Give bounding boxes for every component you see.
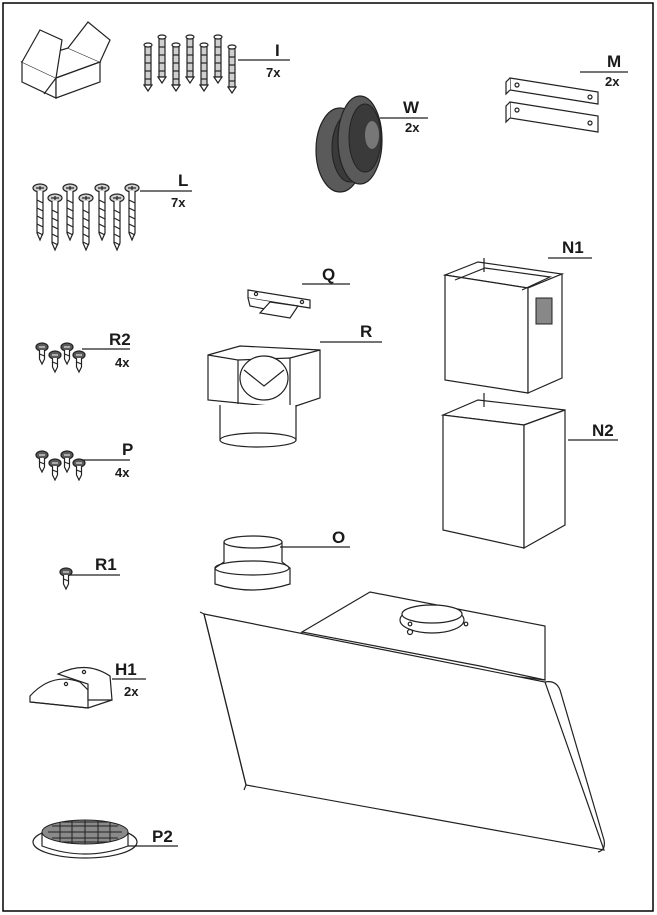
label-W: W (403, 98, 420, 117)
qty-W: 2x (405, 120, 420, 135)
qty-P: 4x (115, 465, 130, 480)
wall-plug-set (143, 34, 237, 94)
chimney-lower (440, 393, 566, 550)
carbon-filter-pair (315, 95, 383, 193)
label-P: P (122, 440, 133, 459)
label-R: R (360, 322, 372, 341)
hood-body (199, 591, 605, 853)
single-screw-R1 (59, 567, 73, 590)
qty-I: 7x (266, 65, 281, 80)
qty-R2: 4x (115, 355, 130, 370)
label-I: I (275, 41, 280, 60)
label-O: O (332, 528, 345, 547)
label-M: M (607, 52, 621, 71)
damper-adapter (207, 345, 321, 448)
screw-set-P (35, 450, 86, 481)
label-Q: Q (322, 265, 335, 284)
bracket-pair (505, 77, 599, 133)
grille-P2 (32, 819, 138, 859)
chimney-upper (442, 258, 565, 394)
flat-bracket (247, 289, 311, 319)
half-round-cover-pair (29, 666, 113, 709)
label-R2: R2 (109, 330, 131, 349)
label-P2: P2 (152, 827, 173, 846)
label-H1: H1 (115, 660, 137, 679)
box-icon (20, 21, 111, 99)
qty-H1: 2x (124, 684, 139, 699)
label-N1: N1 (562, 238, 584, 257)
label-L: L (178, 171, 188, 190)
qty-M: 2x (605, 74, 620, 89)
duct-connector (214, 535, 291, 591)
label-N2: N2 (592, 421, 614, 440)
short-screw-set-R2 (35, 342, 86, 373)
screw-set (32, 183, 140, 251)
qty-L: 7x (171, 195, 186, 210)
label-R1: R1 (95, 555, 117, 574)
